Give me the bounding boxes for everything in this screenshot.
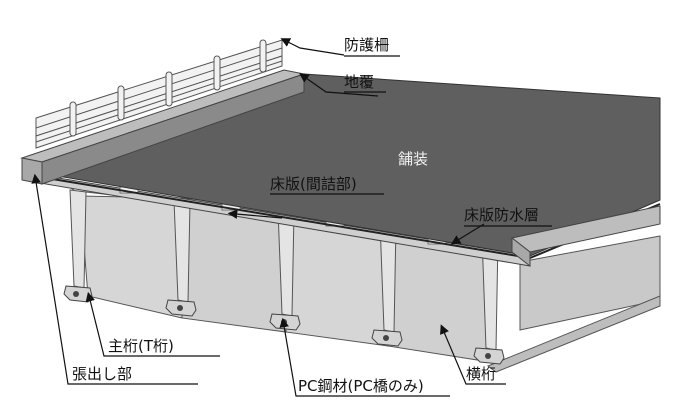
leader-lines [31, 38, 552, 397]
curb-right [510, 205, 661, 268]
girder-body [59, 181, 661, 373]
label-curb: 地覆 [344, 73, 374, 91]
label-guard-rail: 防護柵 [344, 36, 389, 54]
label-cross-beam: 横桁 [466, 365, 496, 383]
label-main-girder: 主桁(T桁) [108, 337, 174, 355]
label-pavement: 舗装 [398, 150, 428, 168]
label-overhang: 張出し部 [72, 365, 132, 383]
guard-rail [35, 39, 283, 149]
label-waterproof-layer: 床版防水層 [464, 206, 539, 224]
label-pc-steel: PC鋼材(PC橋のみ) [298, 377, 424, 395]
label-deck-slab: 床版(間詰部) [270, 175, 357, 193]
